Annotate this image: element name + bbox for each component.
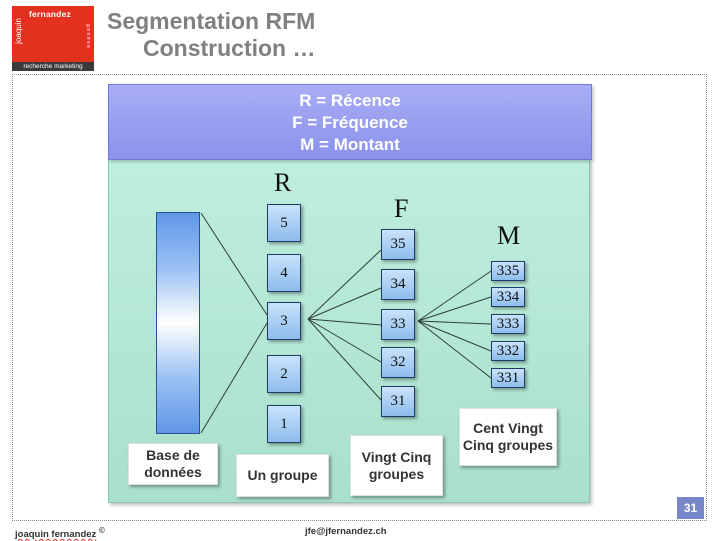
m-box-334: 334 bbox=[491, 287, 525, 307]
footer-email: jfe@jfernandez.ch bbox=[305, 526, 387, 537]
slide-title-line-2: Construction … bbox=[143, 35, 316, 61]
r-box-2: 2 bbox=[267, 355, 301, 393]
page-number: 31 bbox=[677, 497, 704, 519]
connector-f-m bbox=[417, 270, 492, 322]
slide-title-line-1: Segmentation RFM bbox=[107, 8, 316, 34]
banner-recence: R = Récence bbox=[299, 91, 401, 110]
connector-r-f bbox=[307, 318, 382, 326]
banner-frequence: F = Fréquence bbox=[292, 113, 408, 132]
footer-author-name: joaquin fernandez bbox=[15, 529, 97, 541]
r-box-5: 5 bbox=[267, 204, 301, 242]
logo-brand: fernandez bbox=[29, 9, 71, 19]
connector-r-f bbox=[307, 249, 382, 320]
connector-db-r bbox=[200, 322, 268, 434]
r-box-4: 4 bbox=[267, 254, 301, 292]
m-box-335: 335 bbox=[491, 261, 525, 281]
content-frame bbox=[12, 74, 707, 521]
logo-background bbox=[12, 6, 94, 62]
f-box-32: 32 bbox=[381, 347, 415, 378]
connector-db-r bbox=[200, 212, 268, 316]
label-r-groups: Un groupe bbox=[236, 454, 329, 497]
label-m-groups: Cent Vingt Cinq groupes bbox=[459, 408, 557, 466]
f-box-31: 31 bbox=[381, 386, 415, 417]
footer-author: joaquin fernandez © bbox=[15, 526, 105, 540]
company-logo: fernandez joaquin genève recherche marke… bbox=[12, 6, 94, 71]
connector-r-f bbox=[307, 287, 382, 320]
m-box-332: 332 bbox=[491, 341, 525, 361]
connector-r-f bbox=[307, 318, 382, 363]
banner-montant: M = Montant bbox=[300, 135, 400, 154]
connector-f-m bbox=[417, 320, 492, 379]
connector-r-f bbox=[307, 318, 382, 401]
r-box-3: 3 bbox=[267, 302, 301, 340]
m-box-333: 333 bbox=[491, 314, 525, 334]
database-bar bbox=[156, 212, 200, 434]
connector-f-m bbox=[417, 320, 492, 352]
connector-f-m bbox=[417, 296, 492, 322]
letter-m: M bbox=[497, 221, 521, 250]
r-box-1: 1 bbox=[267, 405, 301, 443]
letter-f: F bbox=[394, 194, 409, 223]
letter-r: R bbox=[274, 168, 292, 197]
footer-copyright: © bbox=[98, 526, 105, 535]
logo-tagline: recherche marketing bbox=[12, 62, 94, 71]
m-box-331: 331 bbox=[491, 368, 525, 388]
f-box-35: 35 bbox=[381, 229, 415, 260]
logo-city: genève bbox=[85, 24, 91, 50]
definition-banner: R = Récence F = Fréquence M = Montant bbox=[108, 84, 592, 160]
connector-f-m bbox=[417, 320, 492, 325]
f-box-34: 34 bbox=[381, 269, 415, 300]
label-f-groups: Vingt Cinq groupes bbox=[350, 435, 443, 496]
f-box-33: 33 bbox=[381, 309, 415, 340]
label-database: Base de données bbox=[128, 443, 218, 485]
